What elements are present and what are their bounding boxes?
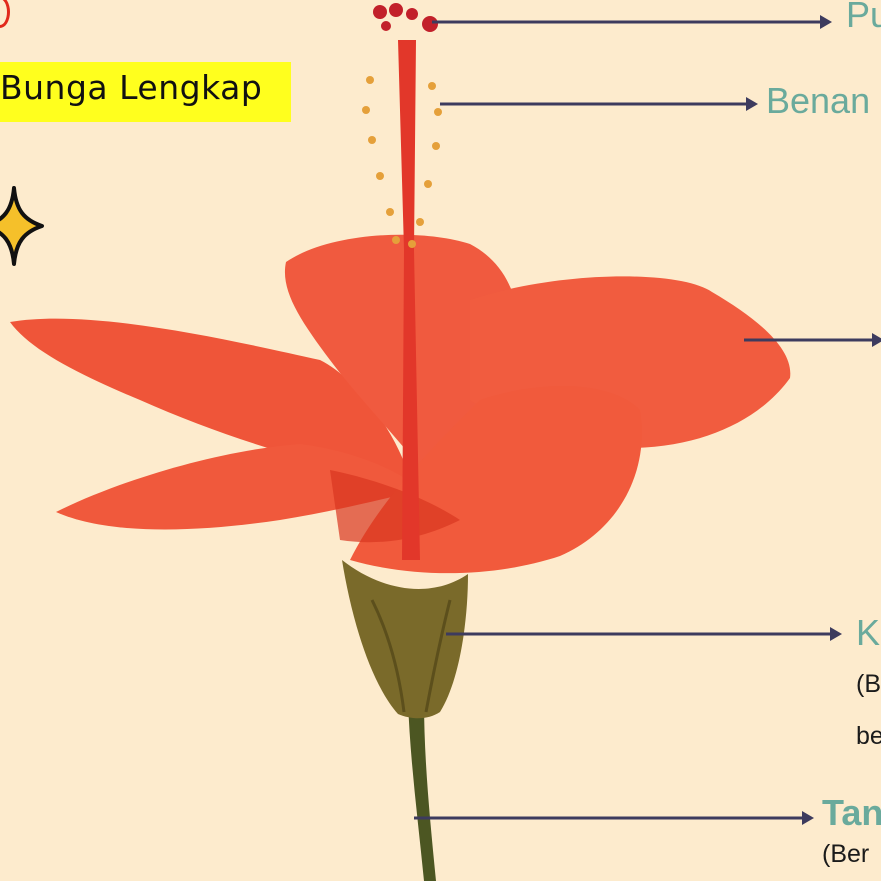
- label-kelopak: K: [856, 612, 880, 654]
- label-benang-sari: Benan: [766, 80, 870, 122]
- label-tangkai-note: (Ber: [822, 840, 869, 869]
- label-putik: Pu: [846, 0, 881, 36]
- label-kelopak-note-2: be: [856, 722, 881, 751]
- label-tangkai: Tan: [822, 792, 881, 834]
- label-kelopak-note-1: (B: [856, 670, 881, 699]
